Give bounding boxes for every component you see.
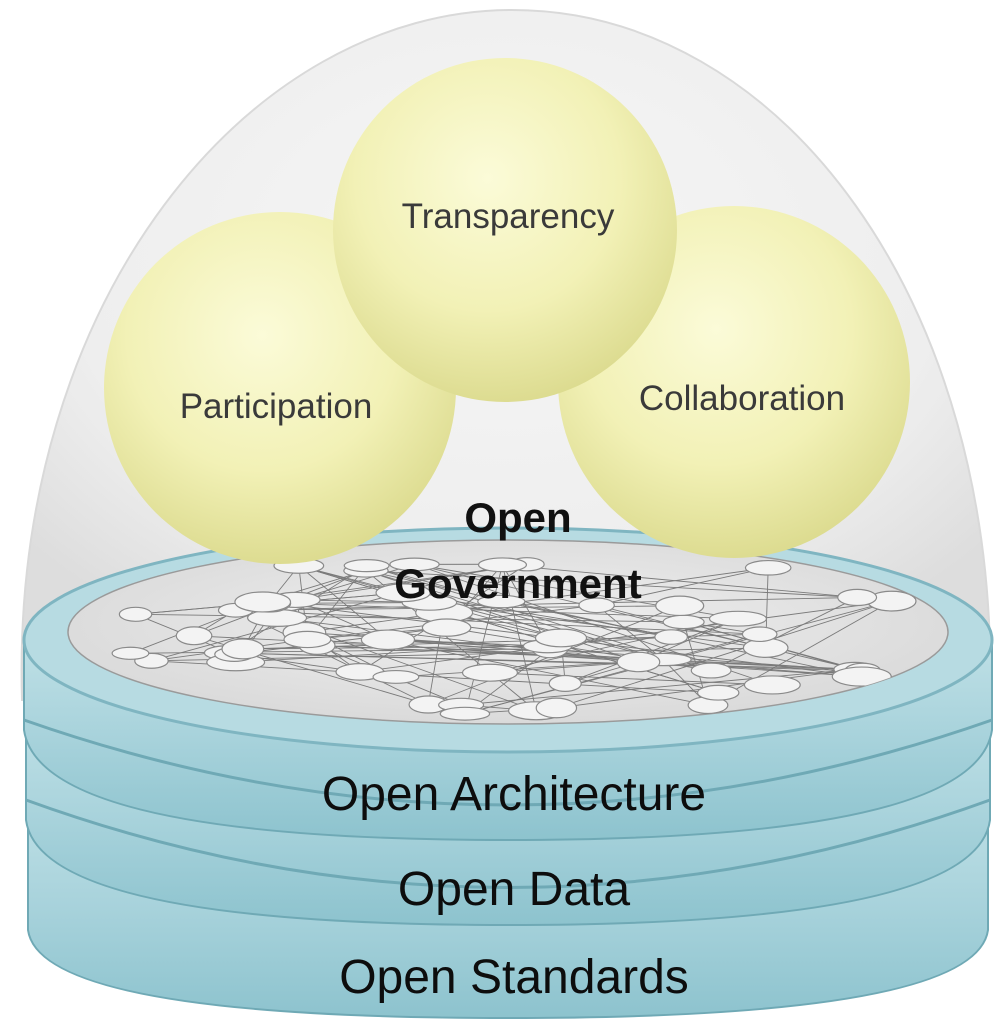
network-node [548,674,582,692]
open-data-label: Open Data [398,863,630,916]
network-node [654,629,688,645]
transparency-label: Transparency [402,197,615,236]
network-link [707,600,892,706]
network-link [295,563,415,601]
network-node [534,628,588,648]
open-government-line2: Government [394,560,641,607]
network-link [298,565,664,660]
network-link [414,563,863,672]
network-node [221,638,265,660]
network-link [502,564,537,711]
network-link [464,564,503,714]
network-node [655,595,705,617]
network-node [696,684,740,701]
network-link [464,633,760,715]
network-node [343,559,390,573]
network-link [130,648,551,654]
network-node [111,646,150,660]
network-node [535,697,578,719]
network-link [151,564,503,662]
network-link [298,565,719,694]
network-node [662,614,705,630]
network-node [744,559,792,576]
network-link [596,604,664,660]
network-link [234,627,447,655]
network-node [372,669,420,684]
network-node [461,663,518,682]
network-node [175,626,213,646]
sphere-transparency [333,58,677,402]
open-standards-label: Open Standards [339,951,689,1004]
open-government-line1: Open [464,494,571,541]
open-architecture-label: Open Architecture [322,768,706,821]
network-link [489,672,773,686]
network-link [235,596,858,611]
network-link [280,602,738,620]
network-node [741,626,778,643]
network-link [556,600,892,709]
network-link [227,652,863,672]
network-node [234,591,292,613]
network-node [708,610,768,627]
collaboration-label: Collaboration [639,379,845,418]
participation-label: Participation [180,387,373,426]
network-node [360,629,416,651]
network-link [502,564,858,598]
network-link [298,565,389,641]
network-link [461,668,855,706]
network-graph [111,557,917,721]
network-node [118,606,153,622]
network-node [477,594,526,609]
network-node [616,651,661,673]
network-node [690,662,732,679]
network-node [743,675,801,695]
network-node [283,630,332,649]
network-link [565,618,739,684]
network-node [578,597,615,614]
network-node [837,588,878,607]
network-node [421,618,472,637]
network-node [389,557,440,572]
network-link [710,597,858,671]
network-node [477,557,528,573]
network-link [359,600,892,673]
network-node [375,583,431,603]
network-link [596,567,769,606]
network-node [831,666,892,687]
network-node [439,706,491,721]
network-link [276,617,709,706]
